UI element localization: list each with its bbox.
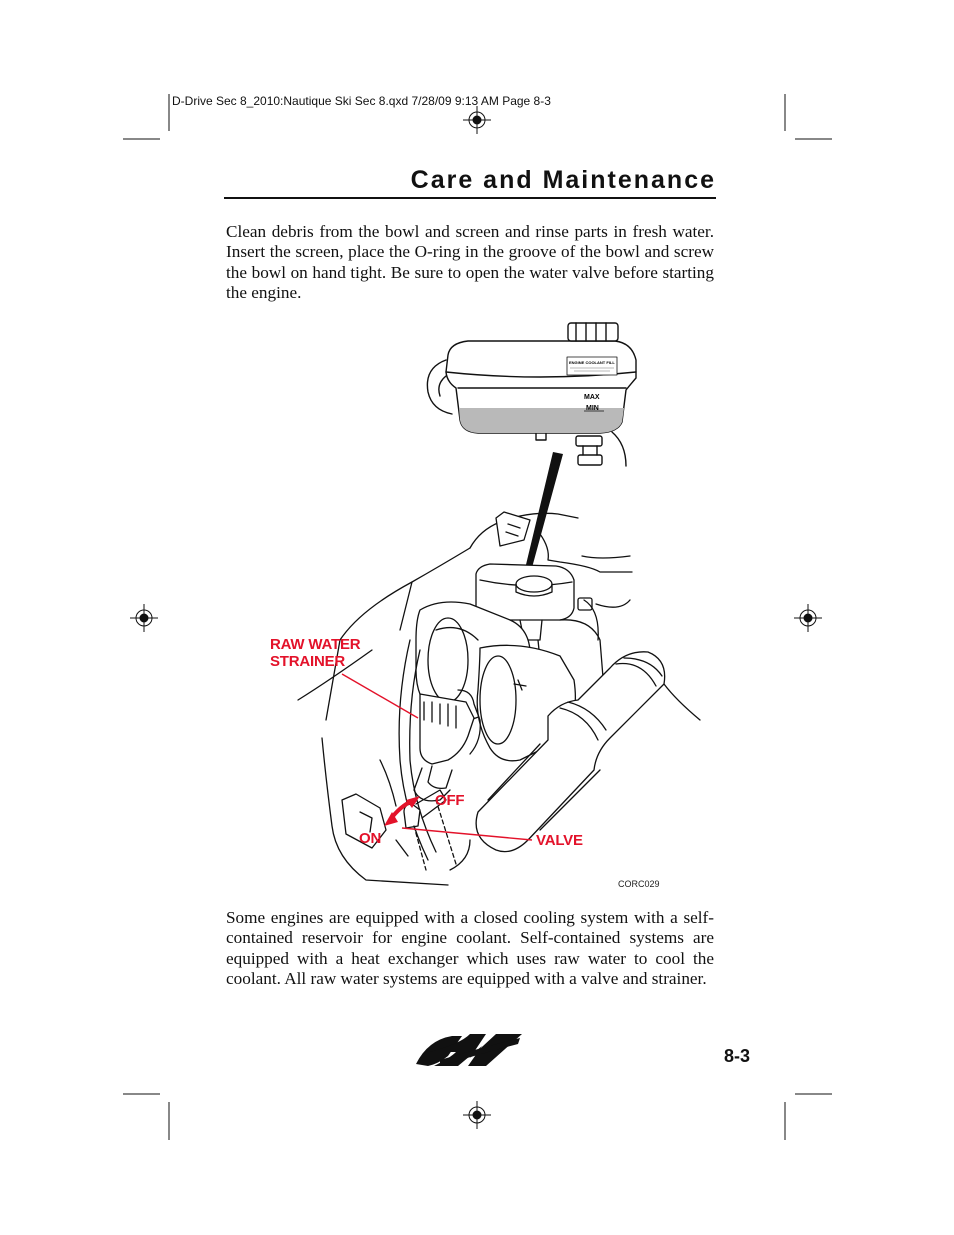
title-rule [224, 197, 716, 199]
registration-mark-icon [794, 604, 822, 632]
tank-decal-title: ENGINE COOLANT FILL [569, 360, 615, 365]
section-title: Care and Maintenance [410, 166, 716, 194]
raw-water-label-line1: RAW WATER [270, 636, 361, 653]
tank-max-label: MAX [584, 394, 600, 401]
raw-water-label-line2: STRAINER [270, 653, 346, 670]
raw-water-strainer-label: RAW WATER STRAINER [270, 636, 361, 670]
figure-code: CORC029 [618, 879, 660, 889]
registration-mark-icon [130, 604, 158, 632]
off-label: OFF [435, 792, 465, 809]
registration-mark-icon [463, 106, 491, 134]
valve-label: VALVE [536, 832, 583, 849]
paragraph-1: Clean debris from the bowl and screen an… [226, 222, 714, 303]
slug-line: D-Drive Sec 8_2010:Nautique Ski Sec 8.qx… [172, 94, 551, 108]
on-label: ON [359, 830, 382, 847]
registration-mark-icon [463, 1101, 491, 1129]
tank-min-label: MIN [586, 405, 599, 412]
page-number: 8-3 [723, 1046, 750, 1066]
paragraph-2: Some engines are equipped with a closed … [226, 908, 714, 989]
